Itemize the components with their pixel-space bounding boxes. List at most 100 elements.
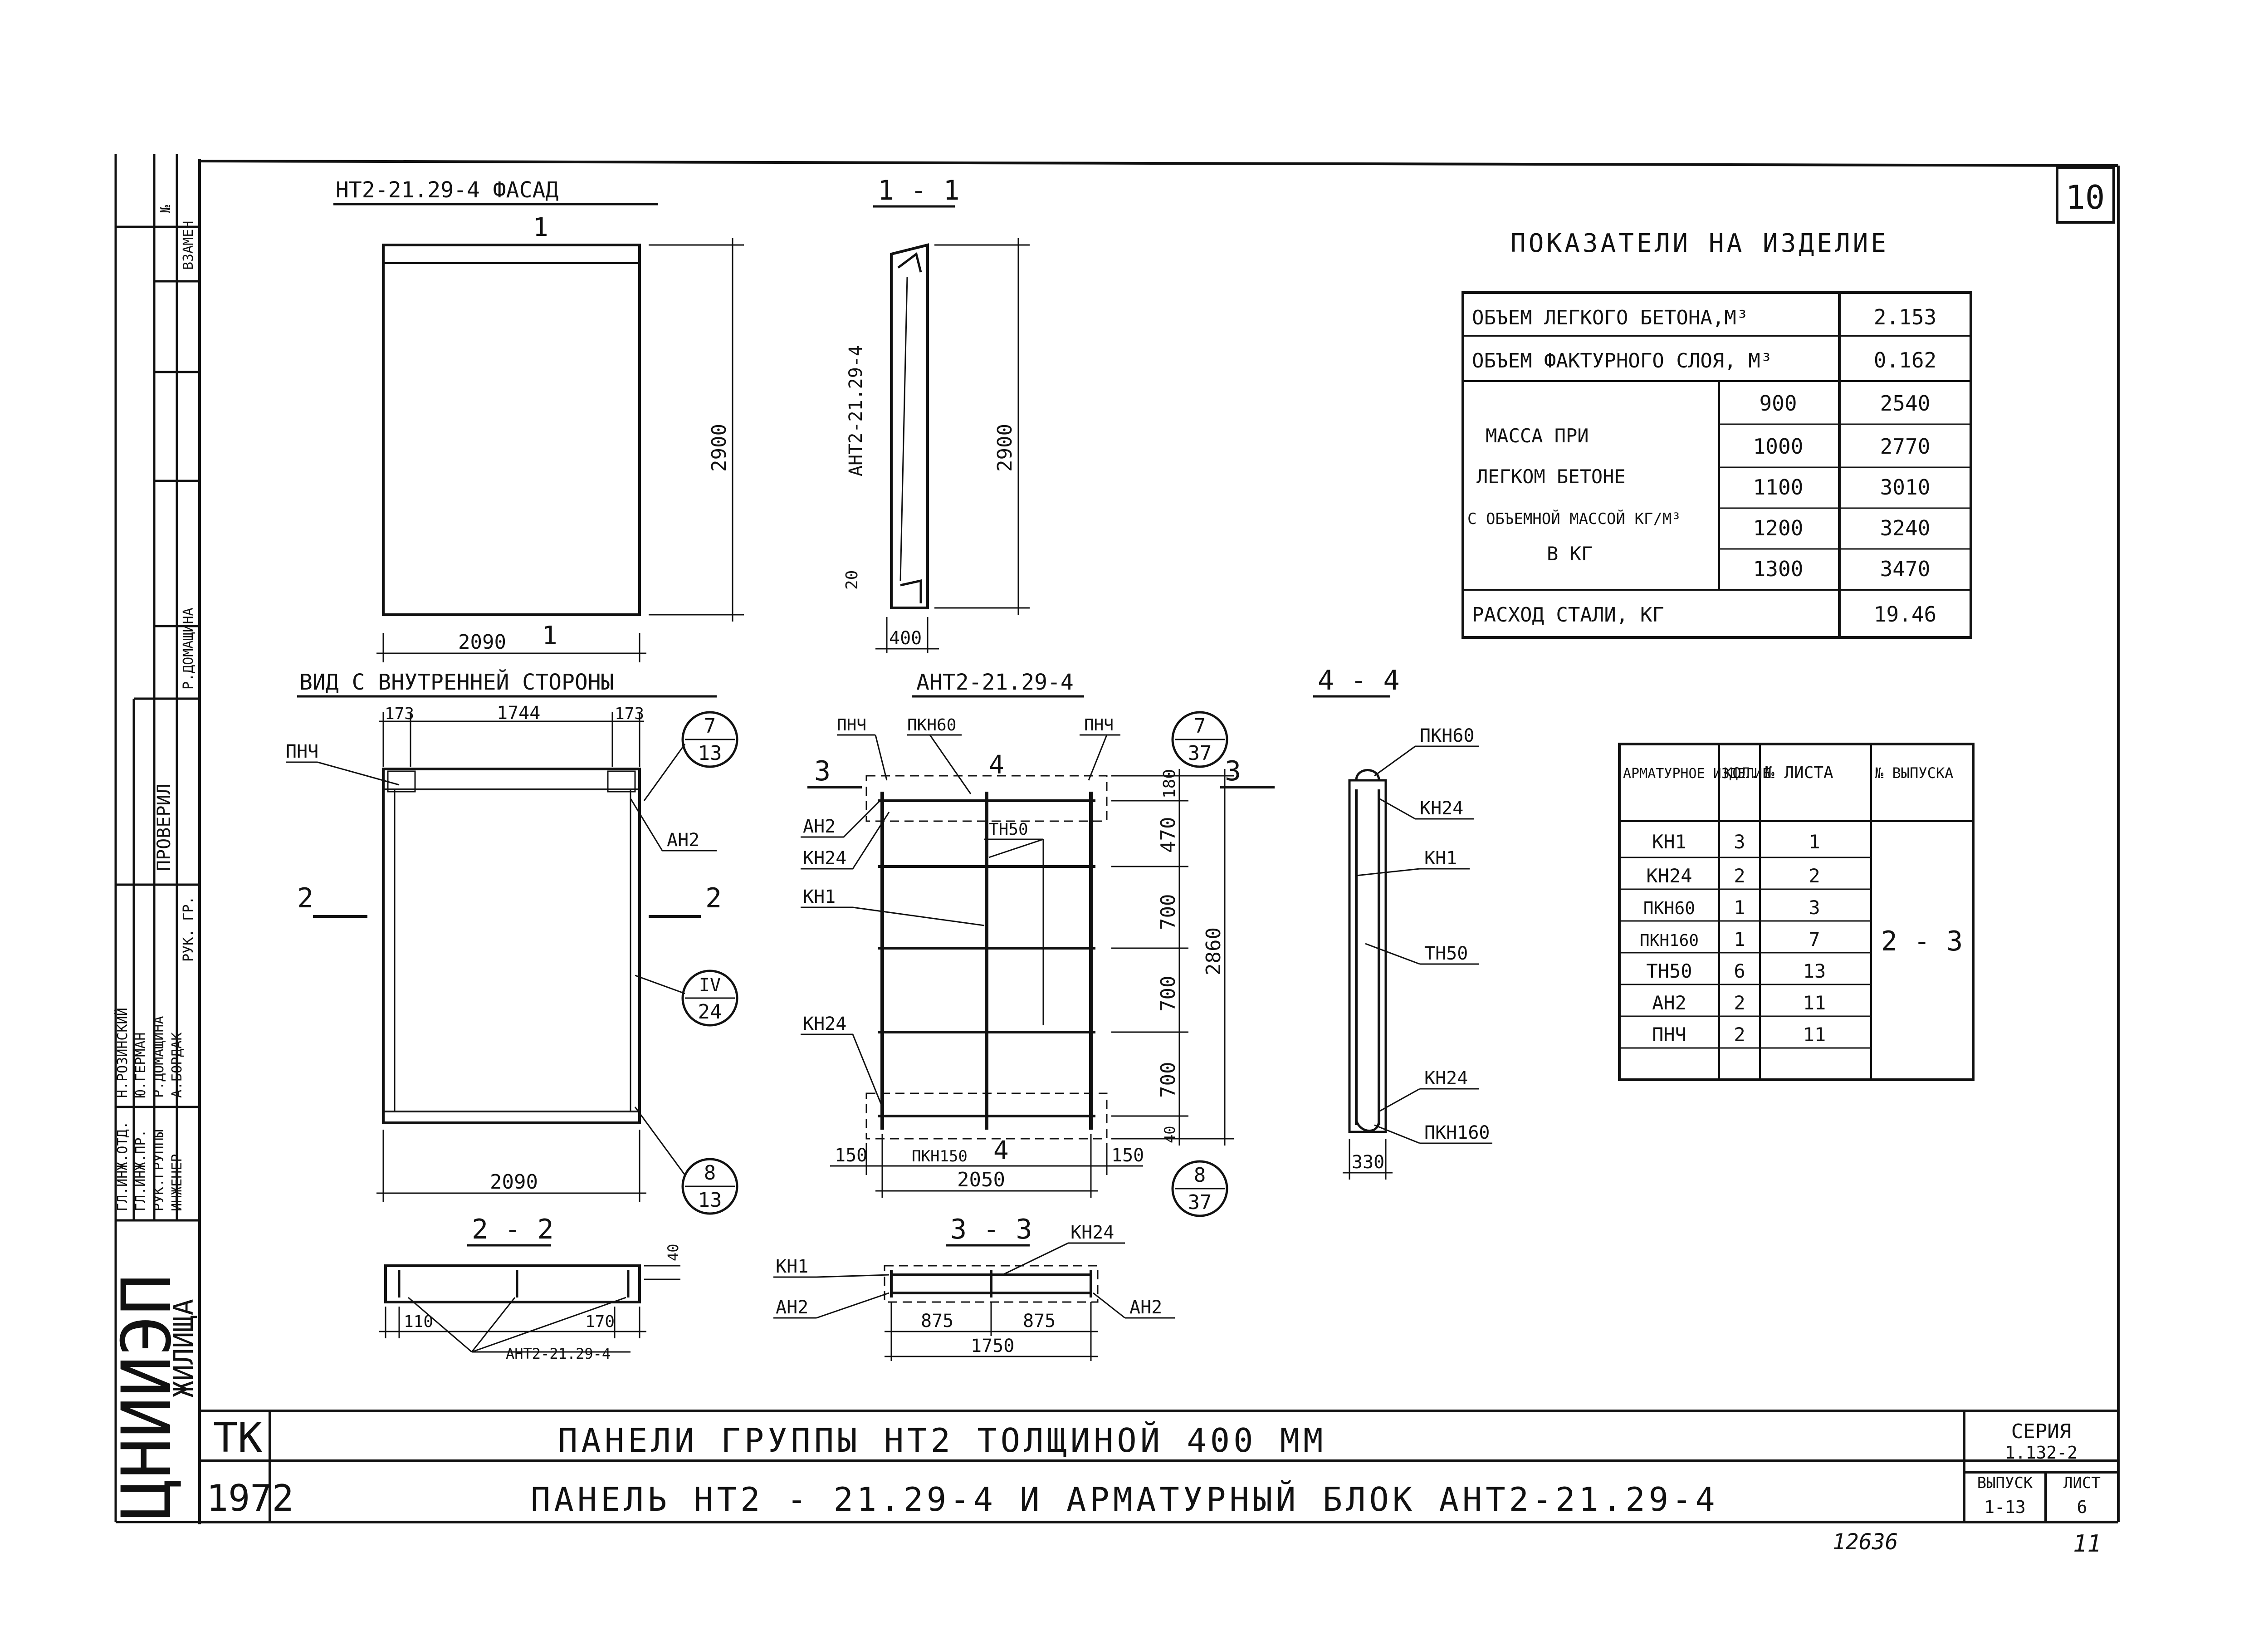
facade-height-dim: 2900 <box>708 424 731 472</box>
blk-kn24b: КН24 <box>803 1014 846 1034</box>
ind-density-4: 1300 <box>1753 557 1804 581</box>
sec44-330: 330 <box>1352 1152 1384 1173</box>
sec22-40: 40 <box>665 1244 682 1261</box>
issue-label: ВЫПУСК <box>1977 1474 2033 1492</box>
blk-700a: 700 <box>1157 894 1180 930</box>
svg-text:24: 24 <box>698 1000 722 1023</box>
sec22-ant: АНТ2-21.29-4 <box>506 1345 611 1362</box>
ind-vol-light-label: ОБЪЕМ ЛЕГКОГО БЕТОНА,М³ <box>1472 306 1748 329</box>
stamp-role-0: ГЛ.ИНЖ.ОТД. <box>115 1121 131 1211</box>
callout-8-37: 8 37 <box>1171 1160 1228 1217</box>
ind-steel-value: 19.46 <box>1874 602 1936 627</box>
inner-mid-dim: 1744 <box>497 703 540 724</box>
blk-an2: АН2 <box>803 816 836 837</box>
section-4-4: 4 - 4 330 ПКН60 КН24 КН1 ТН50 КН24 ПКН16… <box>1313 665 1492 1180</box>
facade-view: НТ2-21.29-4 ФАСАД 2090 2900 1 1 <box>333 177 744 662</box>
stamp-name-3: А.БОРДАК <box>169 1033 185 1098</box>
inner-pnch-label: ПНЧ <box>286 741 318 762</box>
blk-2860: 2860 <box>1202 927 1225 975</box>
sec44-pkn60: ПКН60 <box>1420 725 1474 746</box>
ind-density-2: 1100 <box>1753 475 1804 499</box>
rt-r0c2: 1 <box>1809 831 1820 853</box>
rt-h1: КОЛ. <box>1724 764 1759 782</box>
footer-number: 12636 <box>1833 1529 1898 1555</box>
section-1-1: 1 - 1 АНТ2-21.29-4 2900 400 20 <box>843 175 1030 653</box>
section-2-2: 2 - 2 40 110 170 АНТ2-21.29-4 <box>379 1214 682 1362</box>
ind-mass-l1: МАССА ПРИ <box>1486 425 1589 447</box>
rt-r2c2: 3 <box>1809 896 1820 919</box>
blk-180: 180 <box>1160 769 1179 798</box>
svg-text:7: 7 <box>1194 715 1206 738</box>
rt-r5c2: 11 <box>1803 992 1826 1014</box>
title-tk: ТК <box>213 1414 262 1462</box>
ind-mass-l4: В КГ <box>1547 543 1593 565</box>
stamp-role-3: ИНЖЕНЕР <box>169 1154 185 1211</box>
stamp-role-2: РУК.ГРУППЫ <box>151 1129 167 1211</box>
sec11-thick-dim: 400 <box>889 628 922 649</box>
rt-r2c1: 1 <box>1734 896 1745 919</box>
inner-cut-left: 2 <box>297 882 313 914</box>
ind-density-0: 900 <box>1759 391 1797 416</box>
sec44-kn24b: КН24 <box>1424 1068 1468 1089</box>
rt-r6c2: 11 <box>1803 1023 1826 1046</box>
blk-470: 470 <box>1157 817 1180 853</box>
stamp-text: ВЗАМЕН № ПРОВЕРИЛ РУК. ГР. Р.ДОМАЩИНА ГЛ… <box>108 205 200 1520</box>
rt-h0: АРМАТУРНОЕ ИЗДЕЛИЕ <box>1623 766 1770 782</box>
stamp-checked-name: Р.ДОМАЩИНА <box>181 607 196 690</box>
blk-cut3-right: 3 <box>1225 755 1241 787</box>
rt-r5c1: 2 <box>1734 992 1745 1014</box>
callout-8-13: 8 13 <box>681 1158 738 1215</box>
rt-r4c0: ТН50 <box>1646 960 1692 982</box>
blk-pkn60: ПКН60 <box>907 716 956 734</box>
blk-700b: 700 <box>1157 976 1180 1012</box>
rt-h2: № ЛИСТА <box>1764 764 1833 782</box>
inner-view: ВИД С ВНУТРЕННЕЙ СТОРОНЫ 173 1744 173 20… <box>286 669 722 1202</box>
facade-width-dim: 2090 <box>458 631 506 654</box>
callout-7-13: 7 13 <box>681 711 738 768</box>
callout-iv-24: IV 24 <box>681 969 738 1027</box>
blk-cut4-top: 4 <box>989 750 1004 780</box>
stamp-name-0: Н.РОЗИНСКИЙ <box>114 1008 131 1098</box>
ind-mass-0: 2540 <box>1880 391 1931 416</box>
rt-r5c0: АН2 <box>1652 992 1686 1014</box>
stamp-name-2: Р.ДОМАЩИНА <box>151 1016 167 1098</box>
svg-text:37: 37 <box>1188 1191 1212 1214</box>
ind-mass-1: 2770 <box>1880 434 1931 459</box>
svg-text:10: 10 <box>2066 178 2105 216</box>
svg-text:37: 37 <box>1188 742 1212 765</box>
sec44-kn24a: КН24 <box>1420 798 1463 819</box>
sec33-an2l: АН2 <box>776 1297 808 1318</box>
rt-r1c1: 2 <box>1734 865 1745 887</box>
sec11-title: 1 - 1 <box>878 175 960 206</box>
title-line2: ПАНЕЛЬ НТ2 - 21.29-4 И АРМАТУРНЫЙ БЛОК А… <box>531 1480 1719 1518</box>
blk-cut4-bottom: 4 <box>993 1136 1009 1165</box>
sec11-small-dim: 20 <box>843 570 861 590</box>
blk-40: 40 <box>1161 1126 1178 1143</box>
sec44-tn50: ТН50 <box>1424 943 1468 964</box>
rt-r6c0: ПНЧ <box>1652 1023 1686 1046</box>
blk-150l: 150 <box>835 1145 867 1166</box>
blk-pnch-l: ПНЧ <box>837 716 866 734</box>
title-block-text: ТК 1972 ПАНЕЛИ ГРУППЫ НТ2 ТОЛЩИНОЙ 400 М… <box>206 1414 2102 1557</box>
stamp-checked: ПРОВЕРИЛ <box>154 783 175 871</box>
sec33-875a: 875 <box>921 1311 953 1332</box>
sec22-170: 170 <box>585 1312 615 1331</box>
rt-issue: 2 - 3 <box>1881 925 1963 957</box>
rt-r6c1: 2 <box>1734 1023 1745 1046</box>
inner-title: ВИД С ВНУТРЕННЕЙ СТОРОНЫ <box>299 669 614 695</box>
inner-an2-label: АН2 <box>667 830 699 851</box>
footer-page: 11 <box>2073 1530 2102 1557</box>
callouts: 7 13 IV 24 8 13 7 37 8 37 <box>681 711 1228 1217</box>
stamp-frame <box>114 154 200 1523</box>
facade-cut-top: 1 <box>533 213 548 242</box>
series-value: 1.132-2 <box>2005 1443 2077 1463</box>
stamp-name-1: Ю.ГЕРМАН <box>133 1033 149 1098</box>
sheet-label: ЛИСТ <box>2063 1474 2101 1492</box>
sec44-kn1: КН1 <box>1424 848 1457 869</box>
sec11-height-dim: 2900 <box>993 424 1017 472</box>
blk-tn50: ТН50 <box>989 820 1028 839</box>
block-title: АНТ2-21.29-4 <box>916 670 1074 695</box>
sec44-pkn160: ПКН160 <box>1424 1122 1490 1143</box>
blk-700c: 700 <box>1157 1062 1180 1098</box>
sec33-an2r: АН2 <box>1129 1297 1162 1318</box>
